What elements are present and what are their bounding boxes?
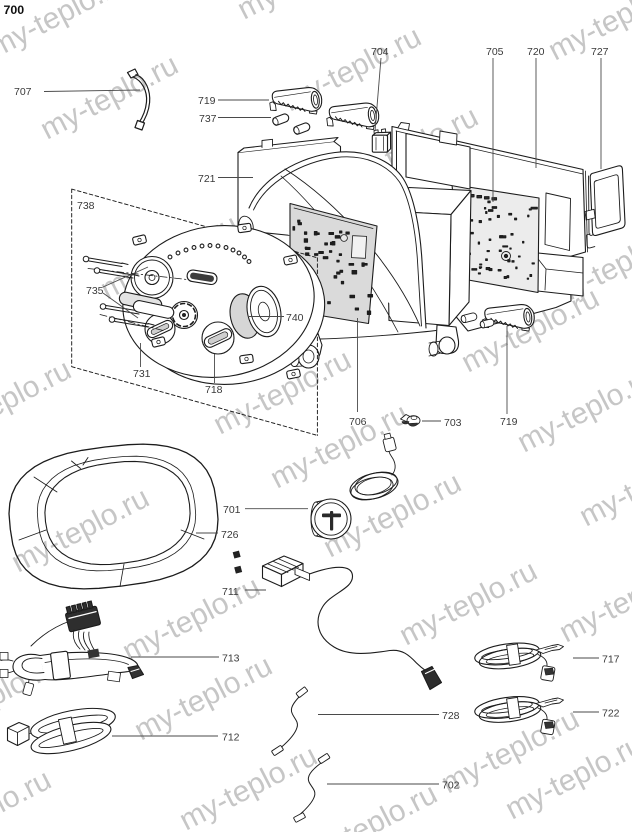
svg-text:my-teplo.ru: my-teplo.ru: [232, 0, 380, 26]
svg-text:731: 731: [133, 368, 151, 380]
svg-text:726: 726: [221, 529, 239, 541]
svg-text:722: 722: [602, 708, 620, 720]
svg-text:728: 728: [442, 710, 460, 722]
svg-text:my-teplo.ru: my-teplo.ru: [0, 763, 57, 832]
svg-text:719: 719: [198, 95, 216, 107]
svg-text:my-teplo.ru: my-teplo.ru: [0, 353, 77, 451]
svg-text:my-teplo.ru: my-teplo.ru: [35, 48, 183, 146]
svg-text:704: 704: [371, 46, 389, 58]
svg-text:my-teplo.ru: my-teplo.ru: [543, 0, 632, 67]
svg-text:my-teplo.ru: my-teplo.ru: [294, 777, 442, 832]
svg-text:my-teplo.ru: my-teplo.ru: [554, 551, 632, 649]
svg-text:my-teplo.ru: my-teplo.ru: [129, 649, 277, 747]
svg-text:my-teplo.ru: my-teplo.ru: [574, 435, 632, 533]
svg-text:713: 713: [222, 653, 240, 665]
svg-text:707: 707: [14, 86, 32, 98]
svg-text:700: 700: [4, 3, 25, 17]
svg-text:703: 703: [444, 417, 462, 429]
svg-text:717: 717: [602, 654, 620, 666]
svg-text:718: 718: [205, 384, 223, 396]
svg-text:my-teplo.ru: my-teplo.ru: [6, 481, 154, 579]
svg-text:740: 740: [286, 312, 304, 324]
svg-text:727: 727: [591, 46, 609, 58]
svg-text:738: 738: [77, 200, 95, 212]
svg-text:711: 711: [222, 586, 239, 598]
svg-text:735: 735: [86, 285, 104, 297]
svg-text:701: 701: [223, 504, 241, 516]
svg-text:702: 702: [442, 780, 460, 792]
svg-text:720: 720: [527, 46, 545, 58]
svg-text:706: 706: [349, 416, 367, 428]
svg-text:my-teplo.ru: my-teplo.ru: [512, 361, 632, 459]
svg-text:721: 721: [198, 173, 216, 185]
svg-text:737: 737: [199, 113, 217, 125]
svg-text:712: 712: [222, 732, 240, 744]
svg-text:my-teplo.ru: my-teplo.ru: [117, 570, 265, 668]
svg-text:719: 719: [500, 416, 518, 428]
svg-text:705: 705: [486, 46, 504, 58]
svg-text:my-teplo.ru: my-teplo.ru: [394, 554, 542, 652]
